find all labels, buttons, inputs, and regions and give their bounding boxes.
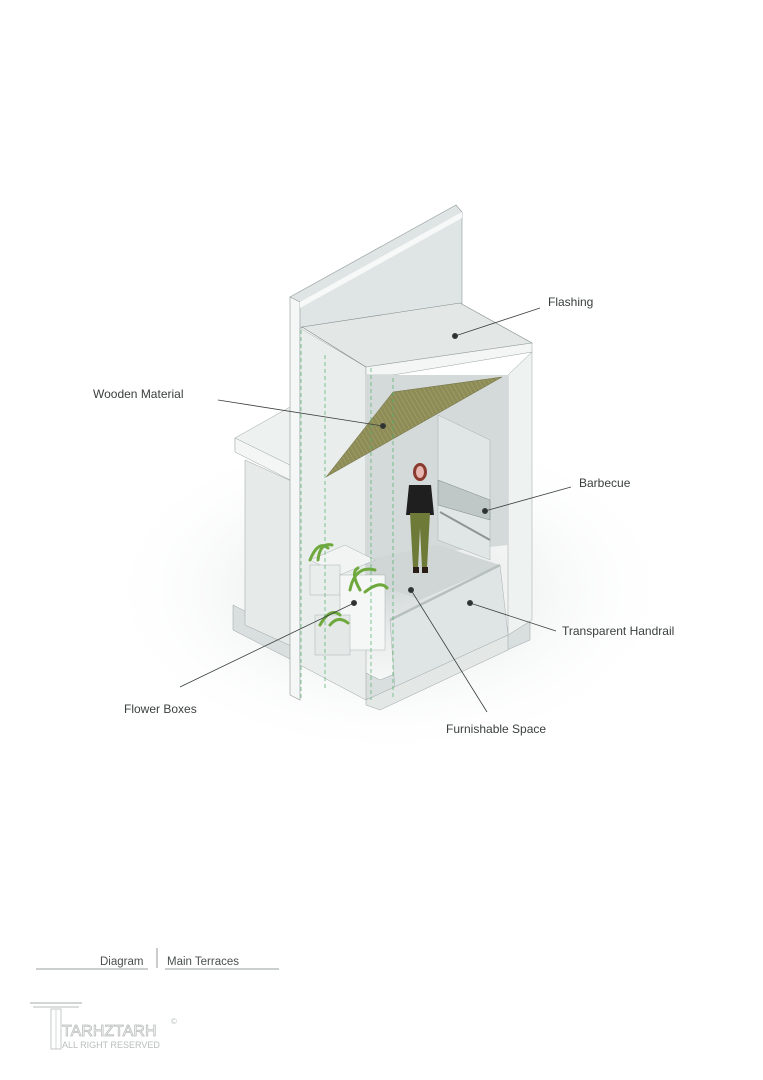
label-furnishable-space: Furnishable Space [446, 722, 546, 736]
section-guides [300, 330, 394, 700]
leader-barbecue [484, 486, 572, 512]
dot-flashing [451, 332, 458, 339]
handrail [389, 563, 501, 622]
dot-furnishable-space [407, 587, 414, 594]
label-transparent-handrail: Transparent Handrail [562, 624, 674, 638]
dot-wooden-material [379, 422, 386, 429]
leader-wooden-material [217, 399, 384, 427]
label-flashing: Flashing [548, 295, 593, 309]
label-flower-boxes: Flower Boxes [124, 702, 197, 716]
dot-barbecue [481, 507, 488, 514]
logo-mark: © [171, 1017, 177, 1026]
person-figure [406, 463, 434, 573]
barbecue-unit [437, 479, 491, 521]
footer-title: Main Terraces [167, 956, 239, 968]
tarhztarh-logo: TARHZTARH ALL RIGHT RESERVED © [30, 1002, 177, 1050]
leader-flower-boxes [179, 602, 355, 688]
building-model [232, 204, 533, 711]
logo-name: TARHZTARH [62, 1023, 157, 1040]
label-barbecue: Barbecue [579, 476, 631, 490]
logo-tagline: ALL RIGHT RESERVED [62, 1040, 160, 1050]
footer-category: Diagram [100, 956, 143, 968]
wooden-ceiling [325, 376, 503, 478]
dot-flower-boxes [350, 600, 357, 607]
label-wooden-material: Wooden Material [93, 387, 184, 401]
leader-flashing [454, 307, 541, 337]
leader-furnishable-space [410, 589, 488, 713]
footer-caption: Diagram Main Terraces [36, 948, 279, 970]
leader-handrail [469, 602, 557, 632]
dot-handrail [466, 600, 473, 607]
